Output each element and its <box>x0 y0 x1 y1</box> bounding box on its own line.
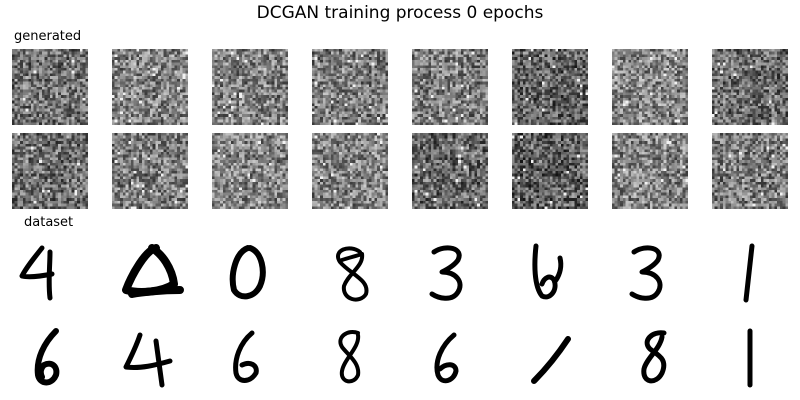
dataset-digit-4-image <box>19 245 55 301</box>
digit-stroke <box>153 338 165 388</box>
digit-stroke <box>531 336 571 384</box>
dataset-digit-3-image <box>429 245 463 301</box>
generated-noise-image <box>312 133 388 209</box>
dataset-digit-1-image <box>747 328 753 388</box>
digit-stroke <box>128 286 184 298</box>
generated-noise-image <box>12 49 88 125</box>
generated-noise-image <box>112 133 188 209</box>
generated-noise-image <box>412 133 488 209</box>
generated-noise-image <box>712 133 788 209</box>
digit-stroke <box>46 249 53 301</box>
dataset-digit-3-image <box>629 245 663 301</box>
digit-stroke <box>743 243 755 303</box>
dataset-digit-0-image <box>229 245 266 300</box>
generated-section-label: generated <box>14 29 82 44</box>
dataset-section-label: dataset <box>24 215 74 230</box>
generated-noise-image <box>112 49 188 125</box>
dataset-digit-8-image <box>641 330 667 384</box>
digit-stroke <box>629 245 663 301</box>
digit-stroke <box>641 330 667 384</box>
digit-stroke <box>19 245 55 280</box>
generated-noise-image <box>212 133 288 209</box>
digit-stroke <box>34 328 60 386</box>
digit-stroke <box>122 244 178 296</box>
digit-stroke <box>434 332 459 384</box>
generated-noise-image <box>12 133 88 209</box>
dataset-digit-6-image <box>34 328 60 386</box>
generated-noise-image <box>512 133 588 209</box>
digit-stroke <box>336 246 369 302</box>
dataset-digit-1-image <box>531 336 571 384</box>
digit-stroke <box>429 245 463 301</box>
dataset-digit-6-image <box>233 330 259 383</box>
dataset-digit-8-image <box>338 330 361 384</box>
generated-noise-image <box>212 49 288 125</box>
dataset-digit-1-image <box>743 243 755 303</box>
dataset-digit-8-image <box>336 246 369 302</box>
generated-noise-image <box>712 49 788 125</box>
dataset-digit-0-image <box>122 244 184 298</box>
generated-noise-image <box>612 133 688 209</box>
digit-stroke <box>338 330 361 384</box>
dataset-digit-6-image <box>434 332 459 384</box>
generated-noise-image <box>612 49 688 125</box>
generated-noise-image <box>412 49 488 125</box>
digit-stroke <box>340 252 364 262</box>
dataset-digit-6-image <box>532 243 564 300</box>
figure-title: DCGAN training process 0 epochs <box>256 3 544 23</box>
digit-stroke <box>233 330 259 383</box>
generated-noise-image <box>512 49 588 125</box>
digit-stroke <box>553 255 564 283</box>
digit-stroke <box>123 332 173 370</box>
generated-noise-image <box>312 49 388 125</box>
digit-stroke <box>229 245 266 300</box>
dataset-digit-4-image <box>123 332 173 388</box>
digit-stroke <box>532 243 558 300</box>
